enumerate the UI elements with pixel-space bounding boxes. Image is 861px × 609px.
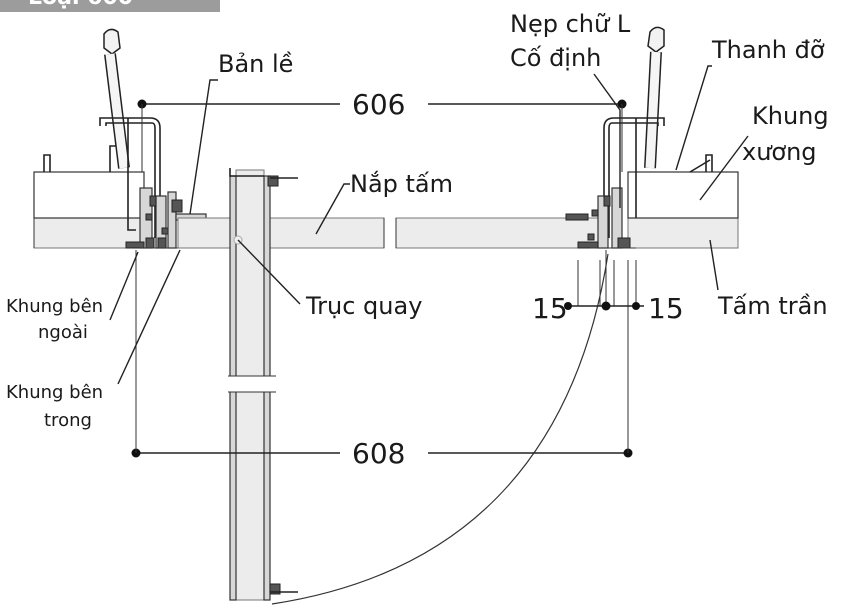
right-hanger-clip bbox=[603, 117, 665, 238]
l-bracket-label-line2: Cố định bbox=[510, 44, 601, 72]
outer-frame-label-line1: Khung bên bbox=[6, 296, 103, 317]
ceiling-panel-label: Tấm trần bbox=[717, 292, 828, 320]
left-frame-channel bbox=[33, 171, 145, 219]
left-hanger bbox=[103, 28, 130, 169]
frame-label-line2: xương bbox=[742, 138, 817, 166]
right-gap-label: 15 bbox=[648, 292, 684, 325]
dimension-608-label: 608 bbox=[352, 437, 405, 470]
header-tab-text: Loại 600 bbox=[28, 0, 133, 10]
right-ceiling-panel bbox=[627, 217, 739, 249]
inner-frame-leader bbox=[117, 249, 181, 385]
cover-panel-leader bbox=[315, 183, 350, 235]
right-edge-frame bbox=[565, 187, 636, 249]
outer-frame-leader bbox=[109, 251, 139, 321]
support-bar-label: Thanh đỡ bbox=[711, 36, 825, 64]
support-bar-leader bbox=[675, 65, 712, 171]
left-edge-frame bbox=[125, 187, 178, 249]
left-gap-label: 15 bbox=[532, 292, 568, 325]
hinge-leader bbox=[189, 79, 218, 215]
ceiling-panel-leader bbox=[709, 239, 719, 291]
inner-frame-label-line2: trong bbox=[44, 410, 92, 431]
right-frame-channel bbox=[627, 171, 739, 219]
right-hanger bbox=[644, 26, 665, 169]
cover-panel bbox=[177, 217, 385, 249]
left-channel-lip bbox=[43, 154, 51, 172]
outer-frame-label-line2: ngoài bbox=[38, 322, 88, 343]
frame-label-line1: Khung bbox=[752, 102, 829, 130]
right-cover-edge bbox=[395, 217, 607, 249]
frame-leader bbox=[699, 135, 749, 201]
inner-frame-label-line1: Khung bên bbox=[6, 382, 103, 403]
cover-panel-label: Nắp tấm bbox=[350, 169, 453, 198]
header-tab bbox=[0, 0, 220, 12]
pivot-leader bbox=[237, 239, 301, 305]
cover-panel-open bbox=[222, 168, 298, 601]
hinge-label: Bản lề bbox=[218, 50, 293, 78]
dimension-608 bbox=[131, 250, 633, 458]
pivot-label: Trục quay bbox=[305, 292, 422, 320]
left-hanger-clip bbox=[99, 117, 161, 238]
dimension-15-gaps bbox=[564, 250, 644, 311]
dimension-606 bbox=[137, 99, 627, 172]
l-bracket-label-line1: Nẹp chữ L bbox=[510, 10, 631, 38]
swing-arc bbox=[271, 253, 609, 605]
dimension-606-label: 606 bbox=[352, 88, 405, 121]
l-bracket-leader bbox=[593, 73, 621, 208]
